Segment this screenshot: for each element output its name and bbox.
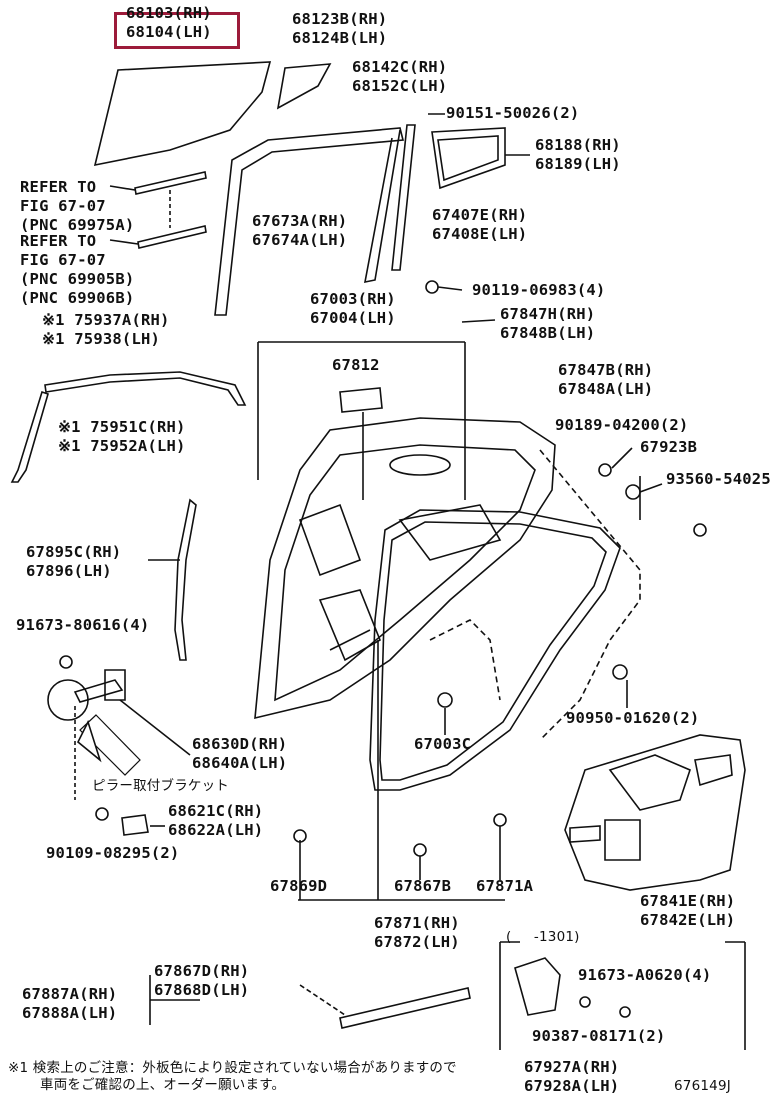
sill-molding bbox=[340, 988, 470, 1028]
label-67847b: 67847B(RH)67848A(LH) bbox=[558, 361, 654, 398]
label-90950: 90950-01620(2) bbox=[566, 709, 700, 727]
label-range: ( -1301) bbox=[506, 929, 580, 945]
pad-67812 bbox=[340, 388, 382, 412]
label-90387: 90387-08171(2) bbox=[532, 1027, 666, 1045]
label-68142: 68142C(RH)68152C(LH) bbox=[352, 58, 448, 95]
label-figure-number: 676149J bbox=[674, 1078, 731, 1094]
label-67871a: 67871A bbox=[476, 877, 534, 895]
label-90109: 90109-08295(2) bbox=[46, 844, 180, 862]
label-93560: 93560-54025 bbox=[666, 470, 771, 488]
label-90151: 90151-50026(2) bbox=[446, 104, 580, 122]
door-check bbox=[75, 680, 122, 702]
label-90119: 90119-06983(4) bbox=[472, 281, 606, 299]
label-note: ※1 検索上のご注意：外板色により設定されていない場合がありますので車両をご確認… bbox=[8, 1060, 457, 1093]
label-67923: 67923B bbox=[640, 438, 698, 456]
service-cover bbox=[565, 735, 745, 890]
door-glass bbox=[95, 62, 270, 165]
label-67887: 67887A(RH)67888A(LH) bbox=[22, 985, 118, 1022]
highlight-box bbox=[114, 12, 240, 49]
label-67847h: 67847H(RH)67848B(LH) bbox=[500, 305, 596, 342]
vent-frame bbox=[432, 128, 505, 188]
label-67895: 67895C(RH)67896(LH) bbox=[26, 543, 122, 580]
pillar-molding bbox=[12, 392, 48, 482]
label-68103: 68103(RH)68104(LH) bbox=[126, 4, 212, 41]
label-68630: 68630D(RH)68640A(LH) bbox=[192, 735, 288, 772]
upper-molding bbox=[45, 372, 245, 405]
label-68621: 68621C(RH)68622A(LH) bbox=[168, 802, 264, 839]
center-channel bbox=[392, 125, 415, 270]
label-pillar-bracket: ピラー取付ブラケット bbox=[92, 778, 229, 794]
label-68188: 68188(RH)68189(LH) bbox=[535, 136, 621, 173]
label-67003: 67003(RH)67004(LH) bbox=[310, 290, 396, 327]
label-67869: 67869D bbox=[270, 877, 328, 895]
label-67812: 67812 bbox=[332, 356, 380, 374]
label-91673a: 91673-A0620(4) bbox=[578, 966, 712, 984]
quarter-glass bbox=[278, 64, 330, 108]
label-67673: 67673A(RH)67674A(LH) bbox=[252, 212, 348, 249]
weatherstrip bbox=[370, 510, 620, 790]
label-67871: 67871(RH)67872(LH) bbox=[374, 914, 460, 951]
run-channel bbox=[215, 128, 403, 315]
label-67003c: 67003C bbox=[414, 735, 472, 753]
door-panel bbox=[255, 418, 555, 718]
label-67867d: 67867D(RH)67868D(LH) bbox=[154, 962, 250, 999]
label-75937: ※1 75937A(RH)※1 75938(LH) bbox=[42, 311, 170, 348]
bracket-67927 bbox=[515, 958, 560, 1015]
label-90189: 90189-04200(2) bbox=[555, 416, 689, 434]
label-67407: 67407E(RH)67408E(LH) bbox=[432, 206, 528, 243]
label-67867b: 67867B bbox=[394, 877, 452, 895]
label-67841: 67841E(RH)67842E(LH) bbox=[640, 892, 736, 929]
label-75951: ※1 75951C(RH)※1 75952A(LH) bbox=[58, 418, 186, 455]
label-68123: 68123B(RH)68124B(LH) bbox=[292, 10, 388, 47]
label-91673: 91673-80616(4) bbox=[16, 616, 150, 634]
label-67927: 67927A(RH)67928A(LH) bbox=[524, 1058, 620, 1095]
